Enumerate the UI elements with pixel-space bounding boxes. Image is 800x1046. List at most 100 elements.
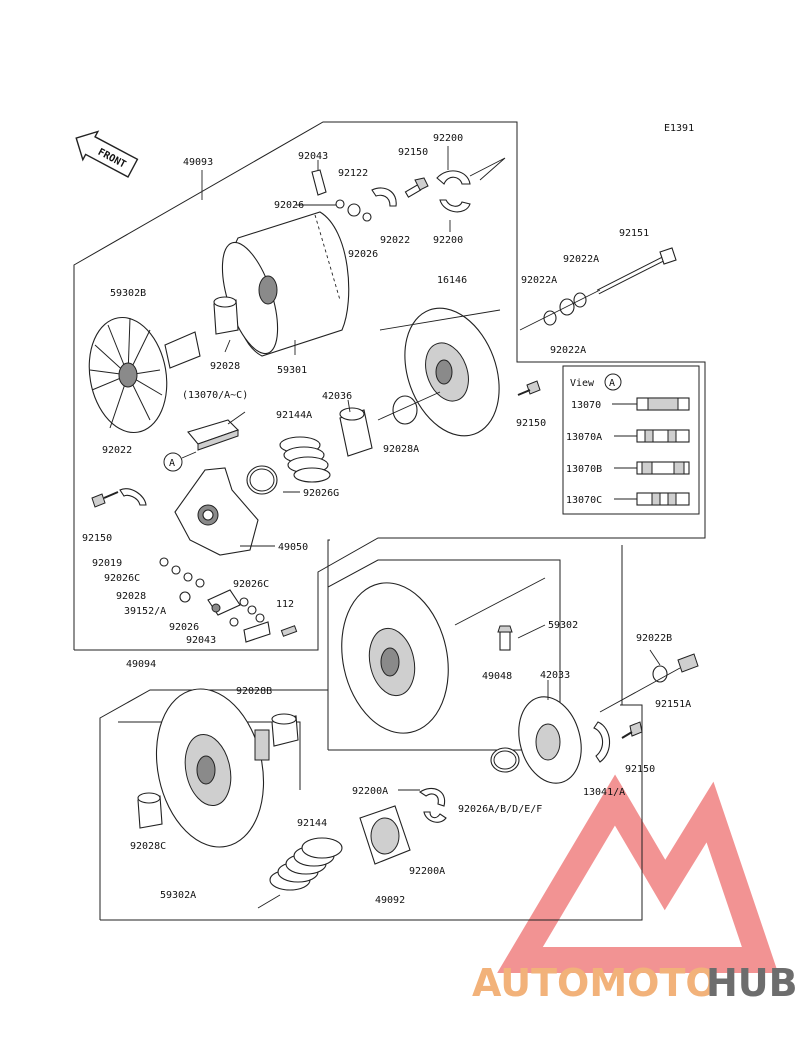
diagram-code: E1391 bbox=[664, 123, 694, 134]
label-49094: 49094 bbox=[126, 659, 156, 670]
part-washers-top bbox=[335, 199, 372, 222]
label-59302a: 59302A bbox=[160, 890, 196, 901]
part-92150-bolt-low bbox=[621, 721, 643, 739]
part-59302b-fan bbox=[88, 316, 201, 434]
part-92151a-bolt bbox=[599, 653, 699, 713]
watermark-logo bbox=[497, 774, 779, 973]
label-112: 112 bbox=[276, 599, 294, 610]
label-92028a: 92028A bbox=[383, 444, 419, 455]
part-92200a-ring bbox=[419, 788, 447, 823]
label-92026c-a: 92026C bbox=[104, 573, 140, 584]
label-49092: 49092 bbox=[375, 895, 405, 906]
label-42036: 42036 bbox=[322, 391, 352, 402]
part-92028b-bushing bbox=[271, 713, 299, 747]
part-rollers bbox=[159, 557, 298, 643]
view-a-sliders bbox=[612, 397, 690, 506]
label-92028c: 92028C bbox=[130, 841, 166, 852]
part-13070-slider bbox=[187, 419, 240, 451]
label-92022a-top: 92022A bbox=[563, 254, 599, 265]
label-92026c-b: 92026C bbox=[233, 579, 269, 590]
label-13041a: 13041/A bbox=[583, 787, 625, 798]
label-group-note: (13070/A~C) bbox=[182, 390, 248, 401]
label-92200-mid: 92200 bbox=[433, 235, 463, 246]
label-59302b: 59302B bbox=[110, 288, 146, 299]
part-92043-pin bbox=[311, 169, 327, 196]
label-59301: 59301 bbox=[277, 365, 307, 376]
watermark-text: AUTOMOTO HUB bbox=[472, 961, 798, 1005]
watermark-part2: HUB bbox=[706, 961, 798, 1005]
label-92150-low: 92150 bbox=[625, 764, 655, 775]
label-13070a: 13070A bbox=[566, 432, 602, 443]
part-92150-bolt-left bbox=[91, 491, 119, 508]
part-92151-bolt bbox=[596, 247, 677, 295]
part-59302a-sheave bbox=[155, 688, 270, 848]
part-92026-ring-low bbox=[490, 747, 520, 773]
label-92150-top: 92150 bbox=[398, 147, 428, 158]
label-13070: 13070 bbox=[571, 400, 601, 411]
part-49048-pin bbox=[497, 625, 513, 651]
label-92026-low: 92026 bbox=[169, 622, 199, 633]
part-92026g-ring bbox=[246, 465, 278, 495]
label-13070b: 13070B bbox=[566, 464, 602, 475]
label-92028b: 92028B bbox=[236, 686, 272, 697]
label-49048: 49048 bbox=[482, 671, 512, 682]
label-92022a-bot: 92022A bbox=[550, 345, 586, 356]
label-92022-left: 92022 bbox=[102, 445, 132, 456]
part-59302-sheave bbox=[341, 577, 546, 734]
label-16146: 16146 bbox=[437, 275, 467, 286]
part-92200-rings bbox=[436, 157, 506, 213]
part-92028-bushing bbox=[213, 296, 239, 335]
label-92150-mid: 92150 bbox=[516, 418, 546, 429]
label-92043-low: 92043 bbox=[186, 635, 216, 646]
label-92043-top: 92043 bbox=[298, 151, 328, 162]
part-92022a-washers bbox=[519, 289, 601, 331]
part-42036-sleeve bbox=[339, 407, 373, 457]
part-92022b-washer bbox=[652, 665, 668, 683]
watermark-part1: AUTOMOTO bbox=[472, 961, 718, 1005]
label-92200-top: 92200 bbox=[433, 133, 463, 144]
callout-a-marker: A bbox=[163, 451, 197, 472]
part-92028a-bushing bbox=[377, 391, 441, 425]
label-13070c: 13070C bbox=[566, 495, 602, 506]
label-39152a: 39152/A bbox=[124, 606, 166, 617]
label-42033: 42033 bbox=[540, 670, 570, 681]
part-92150-bolt-mid bbox=[517, 380, 541, 396]
view-marker: A bbox=[609, 378, 615, 389]
label-92028: 92028 bbox=[210, 361, 240, 372]
part-92144a-spring bbox=[279, 436, 331, 483]
view-title: View bbox=[570, 378, 595, 389]
part-92150-bolt-top bbox=[404, 177, 429, 198]
label-92150-left: 92150 bbox=[82, 533, 112, 544]
part-92028c-bushing bbox=[137, 792, 163, 829]
label-92122: 92122 bbox=[338, 168, 368, 179]
label-92022-top: 92022 bbox=[380, 235, 410, 246]
part-labels: E1391 49093 92043 92122 92150 92200 9202… bbox=[82, 123, 694, 906]
label-92151a: 92151A bbox=[655, 699, 691, 710]
part-49092-cam bbox=[359, 805, 411, 865]
part-16146-plate bbox=[379, 307, 501, 437]
part-42033-cam bbox=[518, 696, 582, 784]
label-92026g: 92026G bbox=[303, 488, 339, 499]
view-marker-circle bbox=[604, 373, 622, 391]
part-49050-spider bbox=[174, 467, 259, 556]
label-92151: 92151 bbox=[619, 228, 649, 239]
label-92144: 92144 bbox=[297, 818, 327, 829]
label-92022a-mid: 92022A bbox=[521, 275, 557, 286]
label-92144a: 92144A bbox=[276, 410, 312, 421]
leader-lines bbox=[201, 146, 661, 791]
label-59302: 59302 bbox=[548, 620, 578, 631]
label-49050: 49050 bbox=[278, 542, 308, 553]
label-92022b: 92022B bbox=[636, 633, 672, 644]
part-92122-clip bbox=[371, 187, 397, 207]
label-92026abdef: 92026A/B/D/E/F bbox=[458, 804, 542, 815]
label-92026-b: 92026 bbox=[348, 249, 378, 260]
label-92026-a: 92026 bbox=[274, 200, 304, 211]
label-92200a-a: 92200A bbox=[352, 786, 388, 797]
svg-text:A: A bbox=[169, 458, 175, 469]
part-92022-clip bbox=[119, 488, 147, 506]
label-49093: 49093 bbox=[183, 157, 213, 168]
label-92028-low: 92028 bbox=[116, 591, 146, 602]
front-arrow-icon: FRONT bbox=[75, 130, 139, 178]
part-92144-spring bbox=[257, 837, 343, 909]
